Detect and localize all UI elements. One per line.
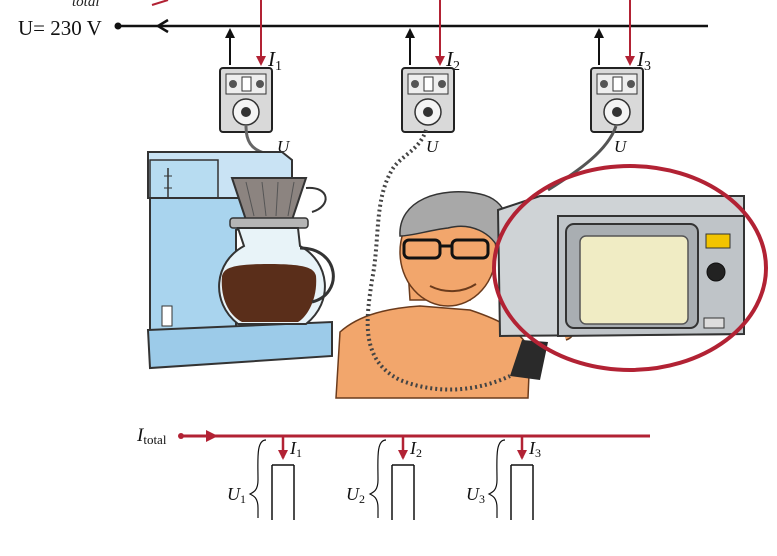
branch-voltage-label-2: U2 [346,484,365,506]
branch-voltage-label-1: U1 [227,484,246,506]
total-current-label: Itotal [136,425,167,447]
wall-socket-icon [220,68,272,132]
bottom-circuit: Itotal I1 U1 I2 U2 I3 U3 [136,425,650,520]
branch-current-label-1: I1 [289,438,302,460]
resistor-2 [392,465,414,520]
supply-terminal [115,23,122,30]
voltage-brace-1 [250,440,266,518]
total-label-fragment: total [72,0,100,10]
branch-current-label-2: I2 [409,438,422,460]
wall-socket-icon [591,68,643,132]
supply-voltage-label: U= 230 V [18,16,102,40]
wall-socket-icon [402,68,454,132]
voltage-label-2: U [426,137,440,156]
branch-3: I3 U [591,0,651,156]
branch-2: I2 U [402,0,460,156]
coffee-maker-icon [148,126,333,368]
total-current-arrow [206,430,218,442]
voltage-label-3: U [614,137,628,156]
resistor-3 [511,465,533,520]
branch-1: I1 U [220,0,291,156]
voltage-brace-3 [489,440,505,518]
bottom-branch-3: I3 U3 [466,436,541,520]
voltage-brace-2 [370,440,386,518]
microwave-icon [498,126,744,336]
branch-voltage-label-3: U3 [466,484,485,506]
total-arrow-fragment [152,0,168,5]
bottom-branch-1: I1 U1 [227,436,302,520]
bottom-branch-2: I2 U2 [346,436,422,520]
resistor-1 [272,465,294,520]
branch-current-label-3: I3 [528,438,541,460]
top-circuit: total U= 230 V I1 U I2 [18,0,708,156]
